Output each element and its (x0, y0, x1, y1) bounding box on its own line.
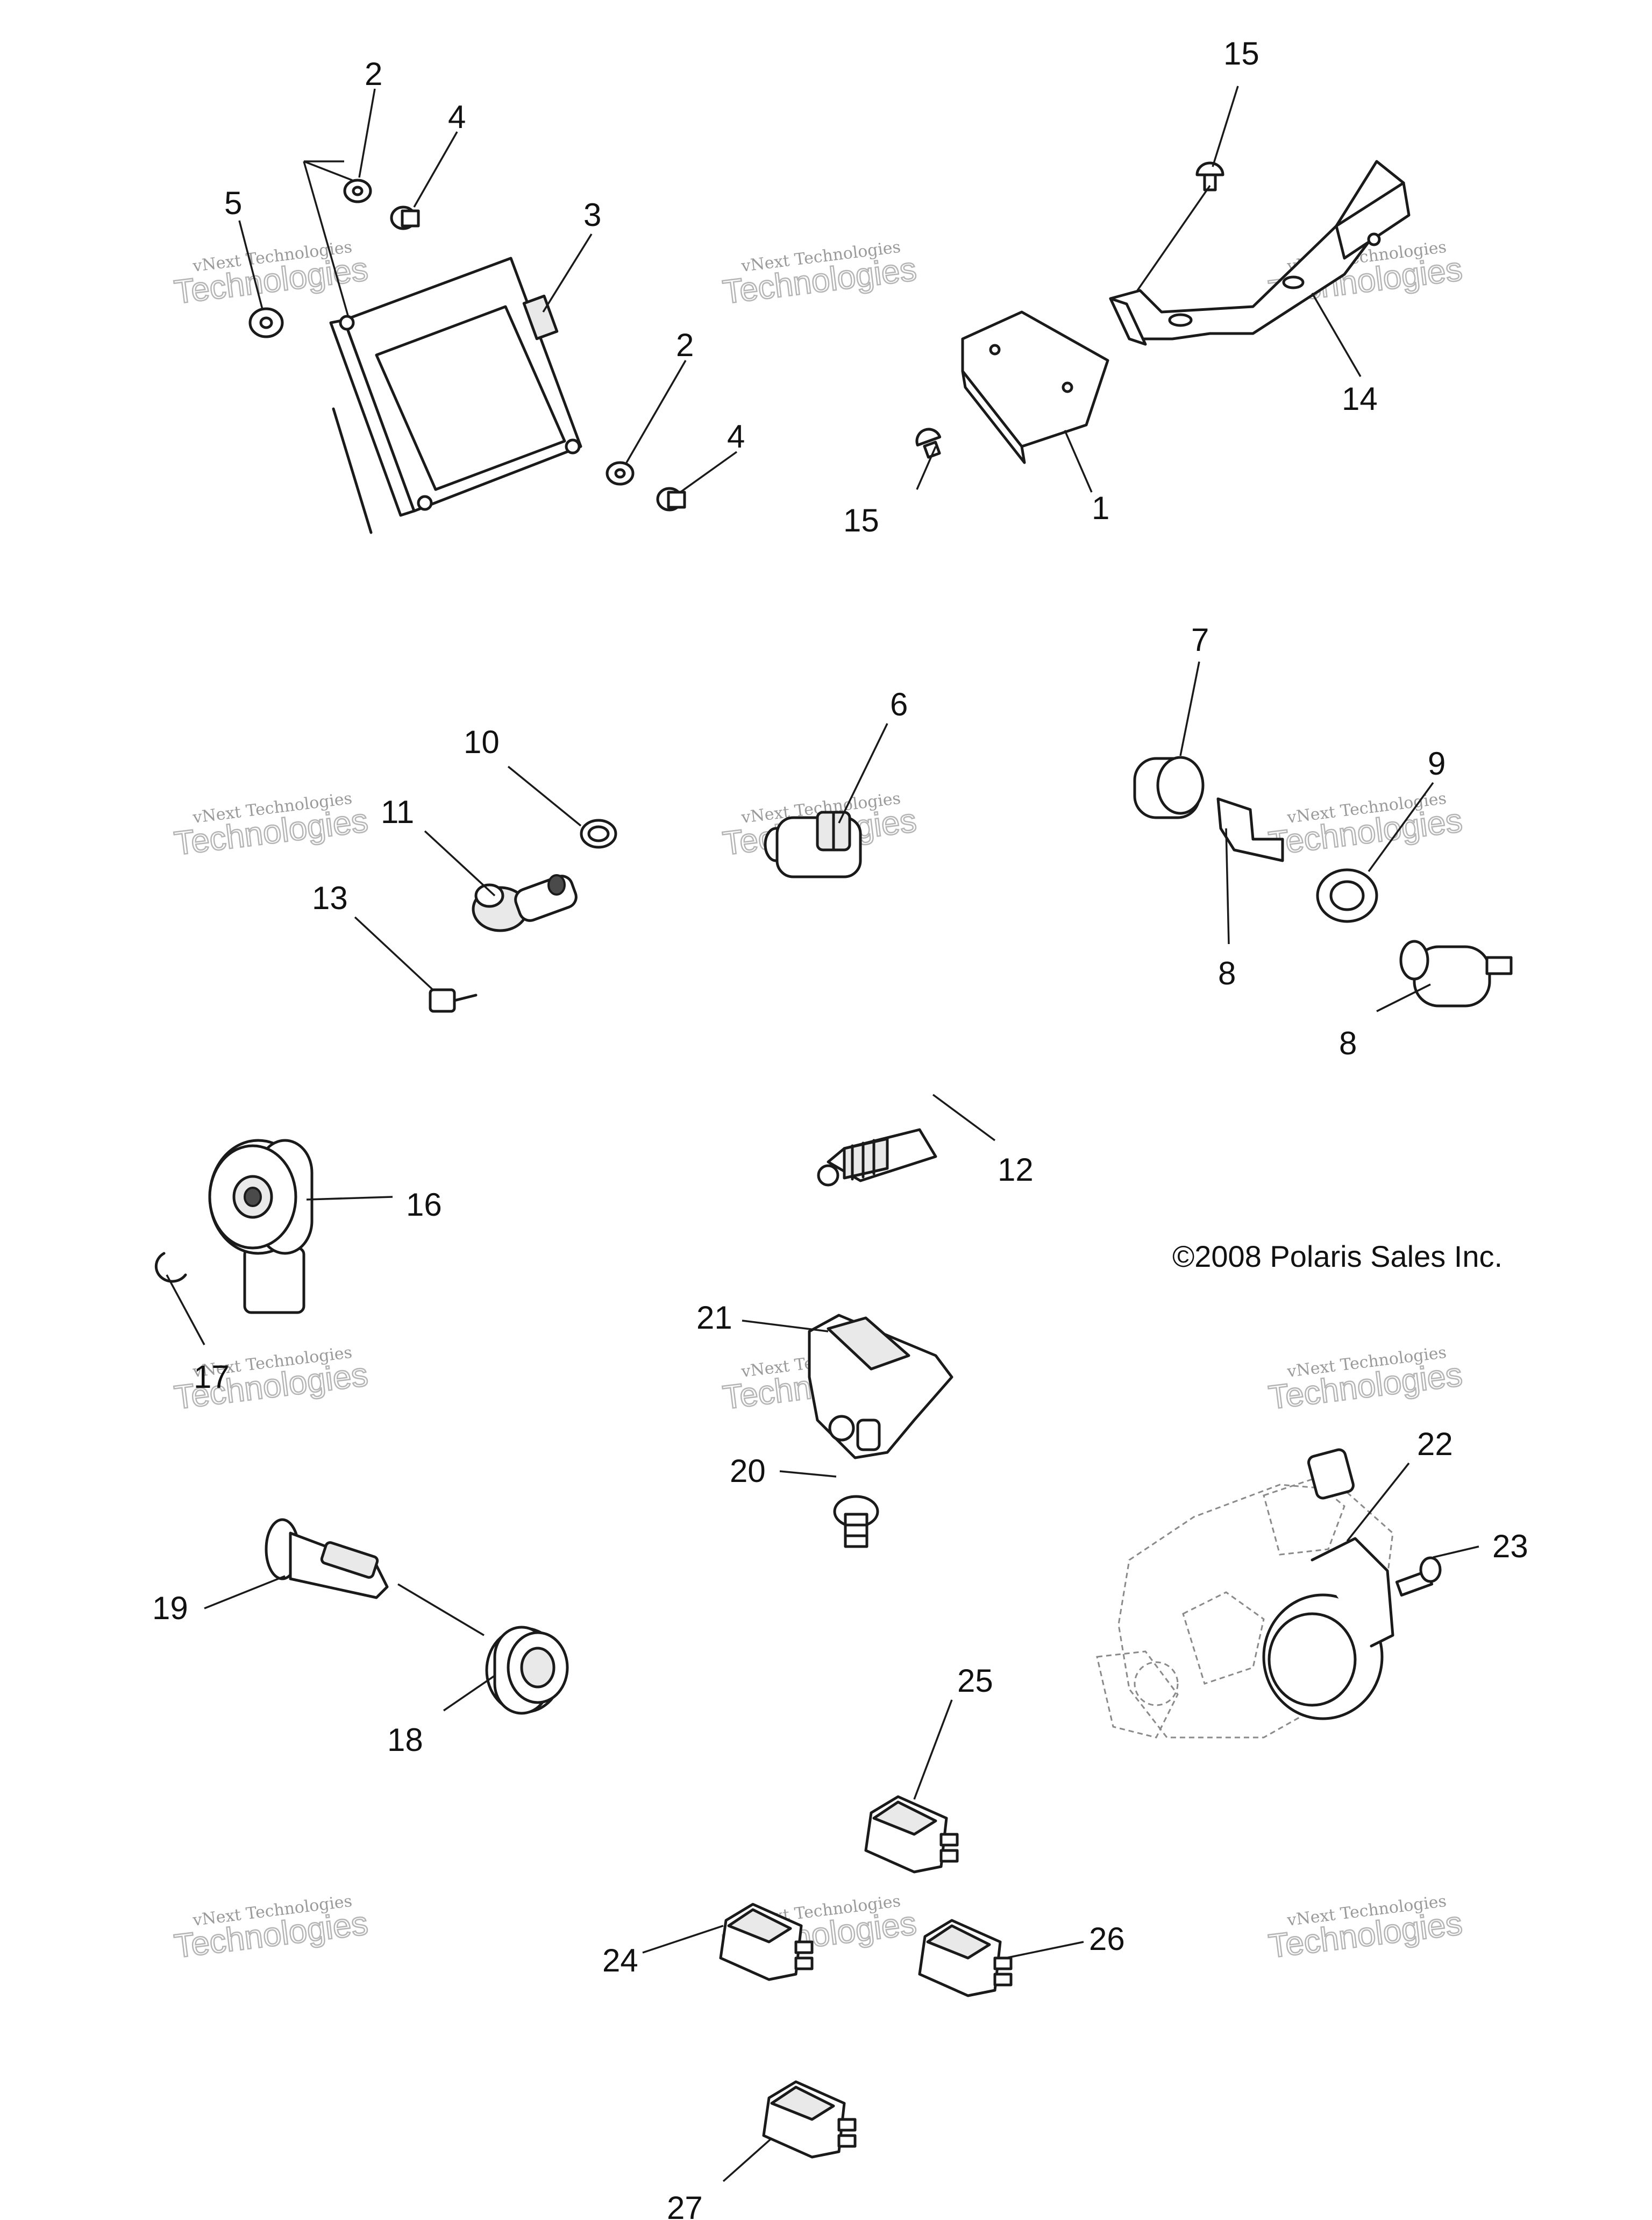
part-2-washer-top (343, 179, 372, 203)
callout-10: 10 (464, 724, 500, 760)
part-27-switch (762, 2080, 857, 2159)
callout-12: 12 (998, 1152, 1034, 1188)
part-21-map-sensor (808, 1314, 953, 1459)
callout-22: 22 (1417, 1426, 1453, 1462)
callout-16: 16 (406, 1187, 442, 1223)
callout-6: 6 (890, 686, 908, 722)
part-16-knock-sensor (208, 1139, 314, 1314)
callout-8: 8 (1218, 955, 1236, 991)
watermarks: vNext Technologies Technologies vNext Te… (172, 238, 1465, 1966)
callout-2: 2 (676, 327, 694, 363)
callout-13: 13 (312, 880, 348, 916)
copyright-notice: ©2008 Polaris Sales Inc. (1172, 1239, 1503, 1273)
callout-8: 8 (1339, 1025, 1357, 1061)
callout-9: 9 (1428, 746, 1446, 782)
callout-20: 20 (730, 1453, 766, 1489)
callout-27: 27 (667, 2190, 703, 2220)
callout-17: 17 (194, 1359, 230, 1395)
part-1-cover (961, 310, 1109, 464)
part-17-e-clip (154, 1252, 187, 1283)
part-14-bracket (1109, 160, 1411, 346)
part-3-ecu-module (329, 257, 582, 534)
callout-4: 4 (727, 419, 745, 455)
callout-3: 3 (583, 197, 601, 233)
part-13-bolt (429, 988, 478, 1013)
part-15-rivet-bottom (915, 428, 942, 459)
part-4-screw-top (390, 205, 420, 230)
callout-11: 11 (381, 794, 414, 830)
part-25-switch (864, 1795, 959, 1874)
callout-26: 26 (1089, 1921, 1125, 1957)
part-9-nut (1316, 868, 1378, 923)
callout-4: 4 (448, 99, 466, 135)
part-10-o-ring (580, 819, 617, 849)
part-20-grommet (833, 1495, 879, 1548)
callout-23: 23 (1492, 1528, 1528, 1564)
callout-21: 21 (696, 1300, 732, 1336)
part-4-screw-right (656, 487, 686, 512)
part-2-washer-right (606, 461, 635, 486)
callout-7: 7 (1191, 622, 1209, 658)
part-12-temp-sensor (817, 1128, 937, 1187)
part-11-sensor (472, 874, 578, 932)
callout-5: 5 (224, 185, 242, 221)
callout-18: 18 (387, 1722, 423, 1758)
leader-lines (166, 86, 1479, 2182)
part-19-connector (265, 1518, 389, 1599)
callout-14: 14 (1342, 381, 1378, 417)
callout-1: 1 (1092, 490, 1109, 526)
callout-24: 24 (602, 1942, 638, 1978)
part-24-switch (719, 1903, 814, 1981)
part-23-screw (1395, 1556, 1442, 1597)
callout-19: 19 (152, 1590, 188, 1626)
part-5-grommet (248, 307, 284, 338)
part-6-sensor (764, 811, 862, 878)
callout-2: 2 (365, 56, 382, 92)
part-26-switch (918, 1919, 1013, 1997)
callout-15: 15 (1223, 36, 1259, 72)
part-7-plug (1133, 756, 1205, 819)
part-15-rivet-top (1195, 161, 1224, 191)
part-8-clip (1216, 797, 1284, 862)
callout-25: 25 (957, 1663, 993, 1699)
callout-labels: 2 4 5 3 2 4 15 14 15 1 10 11 13 6 7 9 8 … (152, 36, 1528, 2220)
part-22-throttle-body (1096, 1448, 1394, 1739)
part-18-grommet (485, 1626, 569, 1715)
part-8-pressure-sensor (1399, 940, 1513, 1008)
callout-15: 15 (843, 502, 879, 538)
